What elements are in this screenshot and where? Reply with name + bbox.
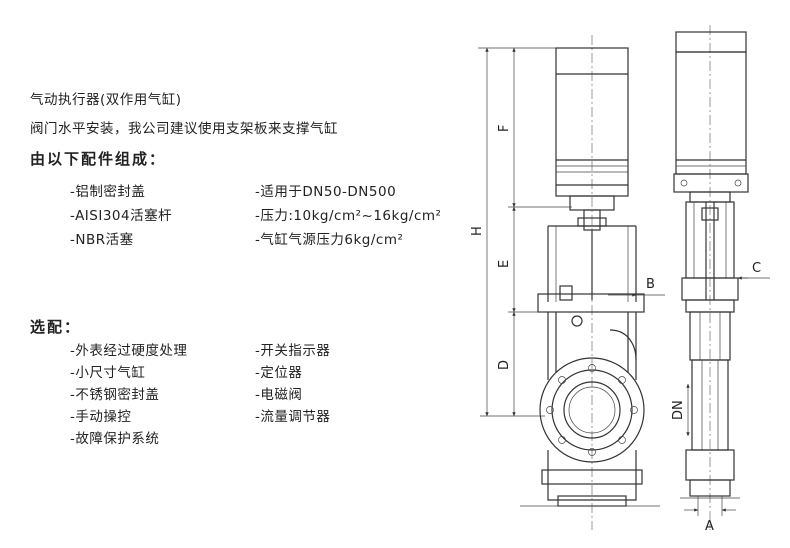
side-view: C DN A [671, 25, 770, 534]
components-heading: 由以下配件组成： [30, 150, 167, 168]
flange-outer [539, 357, 645, 463]
intro-line-2: 阀门水平安装，我公司建议使用支架板来支撑气缸 [30, 121, 338, 137]
front-view: H F E D B [470, 35, 665, 530]
spec-item: -气缸气源压力6kg/cm² [255, 232, 404, 248]
component-item: -NBR活塞 [70, 232, 134, 248]
dim-label-h: H [470, 226, 485, 236]
side-cylinder [675, 51, 747, 175]
dim-label-d: D [497, 360, 512, 370]
dim-label-e: E [497, 260, 512, 268]
component-item: -AISI304活塞杆 [70, 208, 173, 224]
option-item: -小尺寸气缸 [70, 365, 146, 381]
dim-label-b: B [646, 277, 655, 292]
dim-label-a: A [705, 519, 714, 534]
component-item: -铝制密封盖 [70, 184, 146, 200]
dim-label-dn: DN [671, 400, 686, 420]
option-item: -定位器 [255, 365, 303, 381]
option-item: -流量调节器 [255, 409, 331, 425]
intro-line-1: 气动执行器(双作用气缸) [30, 92, 182, 108]
option-item: -故障保护系统 [70, 431, 160, 447]
dim-label-f: F [497, 125, 512, 132]
options-heading: 选配： [30, 318, 82, 336]
bore [563, 381, 621, 439]
option-item: -电磁阀 [255, 387, 303, 403]
option-item: -不锈钢密封盖 [70, 387, 160, 403]
spec-item: -压力:10kg/cm²~16kg/cm² [255, 208, 442, 224]
option-item: -开关指示器 [255, 343, 331, 359]
option-item: -外表经过硬度处理 [70, 343, 188, 359]
spec-item: -适用于DN50-DN500 [255, 184, 397, 200]
option-item: -手动操控 [70, 409, 132, 425]
dim-label-c: C [752, 261, 761, 276]
